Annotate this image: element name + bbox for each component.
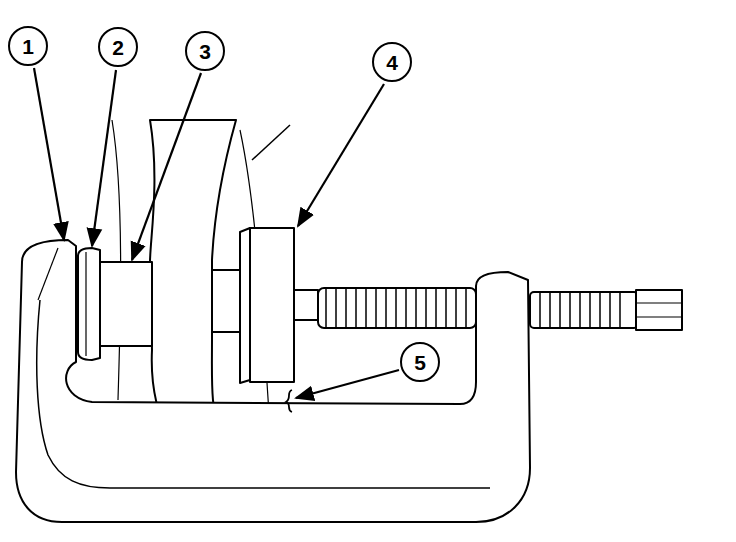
callout-circle: 4 bbox=[372, 42, 412, 82]
clamp-edge bbox=[38, 248, 58, 300]
callout-number: 3 bbox=[199, 41, 211, 62]
callout-number: 5 bbox=[414, 352, 426, 373]
callout-circle: 1 bbox=[8, 26, 48, 66]
callout-circle: 5 bbox=[400, 342, 440, 382]
cup-edge bbox=[85, 252, 86, 356]
hex-head bbox=[636, 290, 682, 330]
screw-threads bbox=[326, 288, 466, 328]
hex-flats bbox=[636, 303, 682, 317]
forcing-screw bbox=[318, 288, 476, 328]
receiver-cup bbox=[78, 248, 100, 360]
leader-line bbox=[34, 68, 64, 240]
leader-line bbox=[298, 84, 384, 226]
adapter-plate bbox=[250, 228, 294, 382]
background-line bbox=[252, 125, 290, 160]
callout-number: 1 bbox=[22, 36, 34, 57]
forcing-screw bbox=[530, 292, 638, 328]
screw-threads bbox=[540, 292, 620, 328]
adapter-side bbox=[240, 228, 250, 383]
screw-tip bbox=[294, 290, 318, 320]
leader-line bbox=[92, 70, 116, 246]
background-line bbox=[112, 120, 121, 400]
callout-number: 2 bbox=[112, 37, 124, 58]
ball-joint bbox=[100, 262, 152, 346]
leader-line bbox=[132, 73, 201, 260]
squiggle-mark bbox=[286, 390, 292, 412]
leader-line bbox=[296, 370, 399, 398]
callout-number: 4 bbox=[386, 52, 398, 73]
callout-circle: 3 bbox=[185, 31, 225, 71]
callout-circle: 2 bbox=[98, 27, 138, 67]
